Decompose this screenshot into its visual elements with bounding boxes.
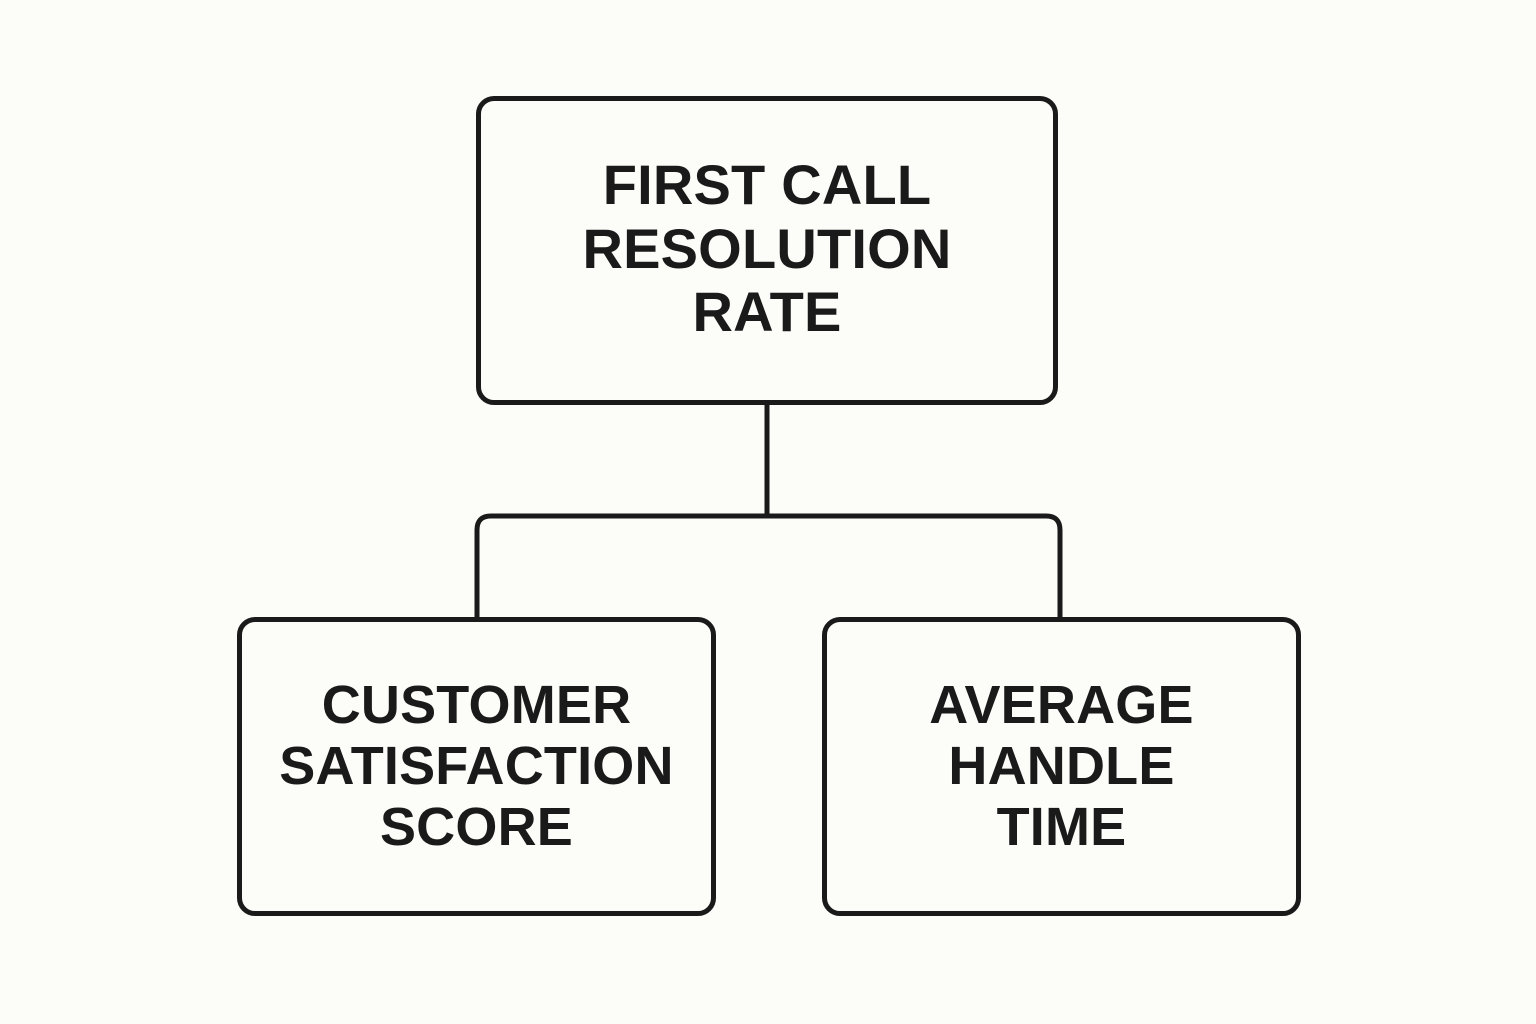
node-label-first-call-resolution-rate: FIRST CALL RESOLUTION RATE <box>582 153 952 344</box>
node-first-call-resolution-rate[interactable]: FIRST CALL RESOLUTION RATE <box>476 96 1058 405</box>
node-label-customer-satisfaction-score: CUSTOMER SATISFACTION SCORE <box>279 674 674 858</box>
node-label-average-handle-time: AVERAGE HANDLE TIME <box>929 674 1194 858</box>
node-customer-satisfaction-score[interactable]: CUSTOMER SATISFACTION SCORE <box>237 617 716 916</box>
node-average-handle-time[interactable]: AVERAGE HANDLE TIME <box>822 617 1301 916</box>
branch-bracket-connector <box>474 513 1063 619</box>
